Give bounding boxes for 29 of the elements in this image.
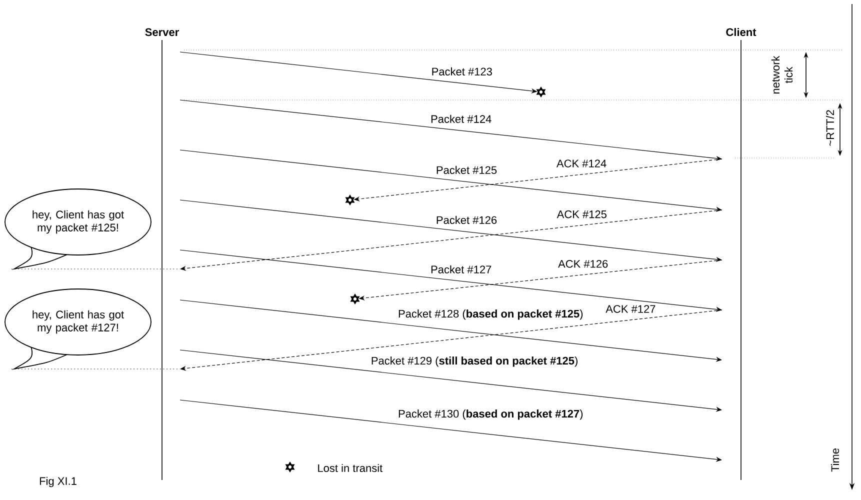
edge-label: Packet #130 (based on packet #127)	[398, 410, 583, 420]
speech-bubble: hey, Client has got my packet #127!	[4, 288, 152, 370]
arrow	[180, 350, 722, 412]
edge-label: Packet #123	[432, 67, 492, 76]
speech-bubble: hey, Client has got my packet #125!	[4, 188, 152, 270]
legend-label: Lost in transit	[318, 464, 383, 472]
arrow	[180, 310, 722, 371]
edge-label: ACK #125	[556, 210, 606, 218]
edge-label: ACK #127	[606, 305, 656, 313]
edge-label: Packet #125	[436, 166, 497, 174]
edge-label: Packet #126	[436, 216, 497, 224]
arrow	[180, 250, 722, 312]
edge-label: Packet #128 (based on packet #125)	[398, 310, 583, 320]
arrow	[180, 150, 722, 212]
edge-label: Packet #127	[431, 265, 492, 274]
edge-label: Packet #129 (still based on packet #125)	[372, 356, 578, 367]
edge-label: Packet #124	[431, 114, 492, 123]
arrow	[180, 300, 722, 362]
arrow	[180, 400, 722, 462]
arrow	[180, 100, 722, 161]
arrow	[180, 200, 722, 262]
edge-label: ACK #124	[556, 160, 606, 168]
dimension-label: ~RTT/2	[826, 110, 834, 146]
arrow	[180, 210, 722, 271]
figure-number: Fig XI.1	[40, 476, 76, 488]
dimension-label: network tick	[771, 56, 793, 94]
edge-label: ACK #126	[558, 260, 608, 268]
axis-label: Time	[830, 448, 840, 472]
lifeline: Client	[726, 28, 756, 480]
